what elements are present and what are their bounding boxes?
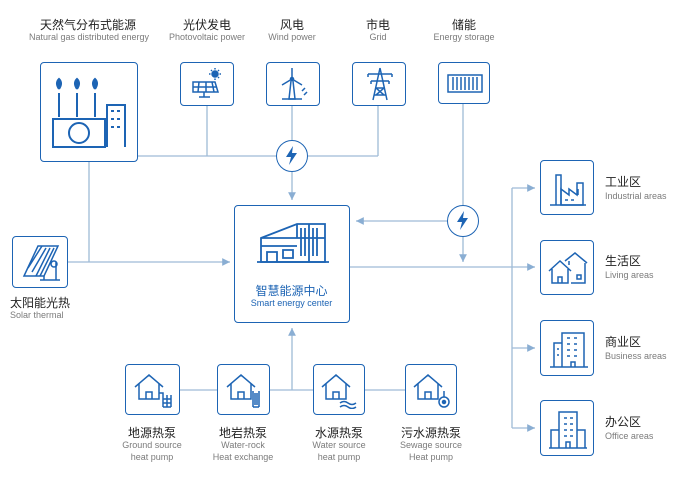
pump-sewage-cn: 污水源热泵 bbox=[400, 426, 461, 440]
power-bolt-storage bbox=[447, 205, 479, 237]
center-label-en: Smart energy center bbox=[250, 298, 333, 308]
pump-rock-en1: Water-rock bbox=[221, 440, 265, 450]
area-business-en: Business areas bbox=[605, 351, 667, 361]
pv-box bbox=[180, 62, 234, 106]
area-industrial-cn: 工业区 bbox=[605, 175, 642, 189]
house-sewage-icon bbox=[413, 374, 450, 408]
area-office-en: Office areas bbox=[605, 431, 654, 441]
wind-label-cn: 风电 bbox=[279, 18, 304, 32]
storage-box bbox=[438, 62, 490, 104]
pump-water-en1: Water source bbox=[312, 440, 366, 450]
pump-water-cn: 水源热泵 bbox=[314, 426, 363, 440]
power-tower-icon bbox=[367, 67, 393, 101]
area-business-cn: 商业区 bbox=[605, 335, 642, 349]
grid-box bbox=[352, 62, 406, 106]
houses-icon bbox=[548, 252, 588, 284]
solar-panel-icon bbox=[192, 68, 221, 98]
pv-label-en: Photovoltaic power bbox=[168, 32, 246, 42]
pump-box-water bbox=[313, 364, 365, 415]
area-box-business bbox=[540, 320, 594, 376]
grid-label-en: Grid bbox=[369, 32, 387, 42]
gas-label-en: Natural gas distributed energy bbox=[28, 32, 150, 42]
gas-box bbox=[40, 62, 138, 162]
storage-label-en: Energy storage bbox=[433, 32, 495, 42]
wind-box bbox=[266, 62, 320, 106]
lightning-icon bbox=[286, 146, 297, 165]
house-rock-exchange-icon bbox=[226, 374, 260, 408]
area-living-en: Living areas bbox=[605, 270, 654, 280]
area-box-office bbox=[540, 400, 594, 456]
pump-box-ground bbox=[125, 364, 180, 415]
power-bolt-top bbox=[276, 140, 308, 172]
office-building-icon bbox=[549, 411, 587, 449]
pump-rock-en2: Heat exchange bbox=[212, 452, 274, 462]
factory-icon bbox=[550, 174, 586, 206]
pump-ground-en2: heat pump bbox=[130, 452, 174, 462]
pv-label-cn: 光伏发电 bbox=[182, 18, 231, 32]
wind-label-en: Wind power bbox=[268, 32, 316, 42]
pump-sewage-en2: Heat pump bbox=[408, 452, 454, 462]
pump-ground-en1: Ground source bbox=[122, 440, 182, 450]
center-label-cn: 智慧能源中心 bbox=[255, 284, 328, 298]
area-box-industrial bbox=[540, 160, 594, 215]
area-box-living bbox=[540, 240, 594, 295]
house-heat-pump-icon bbox=[134, 374, 172, 408]
solar-thermal-label-en: Solar thermal bbox=[10, 310, 64, 320]
area-industrial-en: Industrial areas bbox=[605, 191, 667, 201]
wind-turbine-icon bbox=[281, 68, 308, 100]
lightning-icon bbox=[457, 211, 468, 230]
storage-label-cn: 储能 bbox=[451, 18, 476, 32]
area-living-cn: 生活区 bbox=[605, 254, 642, 268]
gas-label-cn: 天然气分布式能源 bbox=[39, 18, 136, 32]
building-icon bbox=[257, 223, 329, 263]
house-water-icon bbox=[321, 374, 357, 409]
pump-sewage-en1: Sewage source bbox=[399, 440, 463, 450]
grid-label-cn: 市电 bbox=[365, 18, 390, 32]
solar-thermal-box bbox=[12, 236, 68, 288]
solar-collector-icon bbox=[22, 245, 60, 281]
pump-box-sewage bbox=[405, 364, 457, 415]
solar-thermal-label-cn: 太阳能光热 bbox=[10, 296, 71, 310]
pump-rock-cn: 地岩热泵 bbox=[218, 426, 267, 440]
pump-water-en2: heat pump bbox=[317, 452, 361, 462]
area-office-cn: 办公区 bbox=[605, 415, 642, 429]
gas-plant-icon bbox=[52, 77, 126, 148]
battery-container-icon bbox=[447, 74, 483, 93]
office-tower-icon bbox=[550, 332, 588, 368]
pump-ground-cn: 地源热泵 bbox=[127, 426, 176, 440]
pump-box-rock bbox=[217, 364, 270, 415]
smart-energy-center-box: 智慧能源中心 Smart energy center bbox=[234, 205, 350, 323]
